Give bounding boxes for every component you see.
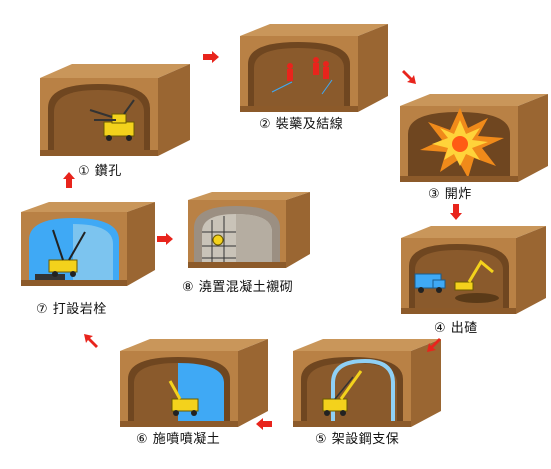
arrow-down-left-icon bbox=[427, 338, 441, 352]
arrow-right-to-lining-icon bbox=[157, 233, 173, 245]
step-3-blasting bbox=[392, 92, 550, 184]
step-5-label: ⑤ 架設鋼支保 bbox=[315, 432, 400, 447]
step-2-label: ② 裝藥及結線 bbox=[259, 117, 344, 132]
drill-jumbo-icon bbox=[40, 64, 190, 156]
excavator-truck-icon bbox=[401, 226, 546, 314]
step-4-label: ④ 出碴 bbox=[434, 321, 478, 336]
step-8-concrete-lining bbox=[182, 190, 312, 270]
step-2-charging bbox=[232, 22, 390, 114]
arrow-up-icon bbox=[63, 172, 75, 188]
step-1-label: ① 鑽孔 bbox=[78, 164, 122, 179]
step-6-shotcrete bbox=[112, 337, 270, 429]
arrow-down-icon bbox=[450, 204, 462, 220]
shotcrete-machine-icon bbox=[120, 339, 268, 427]
arrow-down-right-icon bbox=[402, 70, 416, 84]
arrow-right-icon bbox=[203, 51, 219, 63]
arrow-left-icon bbox=[256, 418, 272, 430]
steel-arch-icon bbox=[293, 339, 441, 427]
step-3-label: ③ 開炸 bbox=[428, 187, 472, 202]
lining-formwork-icon bbox=[188, 192, 310, 268]
step-5-steel-support bbox=[285, 337, 443, 429]
workers-charging-icon bbox=[240, 24, 388, 112]
step-8-label: ⑧ 澆置混凝土襯砌 bbox=[182, 280, 294, 295]
step-7-rock-bolting bbox=[15, 200, 157, 288]
rock-bolt-rig-icon bbox=[21, 202, 155, 286]
step-6-label: ⑥ 施噴噴凝土 bbox=[136, 432, 221, 447]
explosion-icon bbox=[400, 94, 548, 182]
step-1-drilling bbox=[32, 62, 192, 160]
arrow-up-left-icon bbox=[84, 334, 98, 348]
step-4-mucking bbox=[393, 224, 548, 316]
step-7-label: ⑦ 打設岩栓 bbox=[36, 302, 107, 317]
